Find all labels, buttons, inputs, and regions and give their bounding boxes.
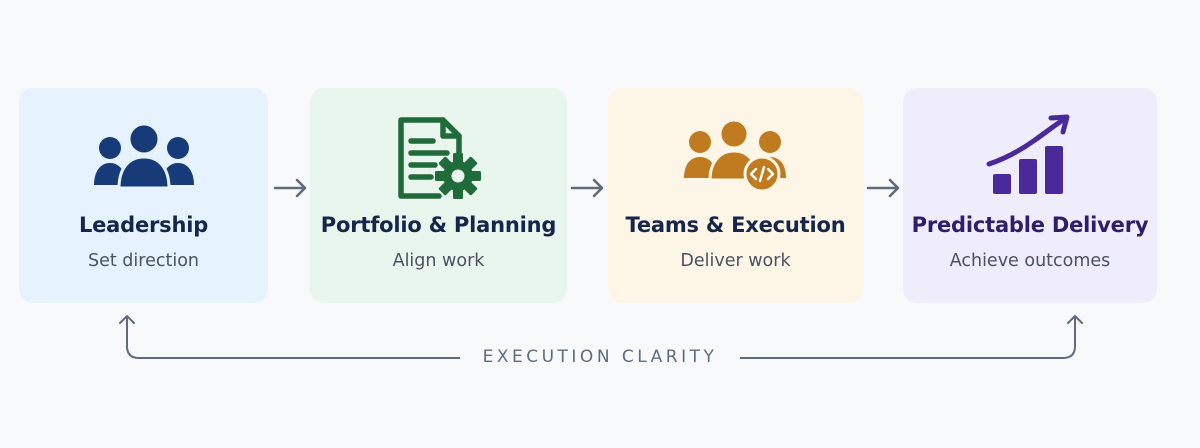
team-code-icon xyxy=(608,118,863,198)
people-group-icon xyxy=(19,118,268,198)
growth-chart-icon xyxy=(903,114,1157,198)
document-gear-icon xyxy=(310,117,567,199)
stage-subtitle: Achieve outcomes xyxy=(949,251,1111,271)
stage-title: Leadership xyxy=(78,213,209,237)
arrow-right-icon xyxy=(866,178,900,198)
feedback-loop-label: EXECUTION CLARITY xyxy=(460,347,740,367)
stage-subtitle: Deliver work xyxy=(680,251,791,271)
stage-card-portfolio-planning: Portfolio & Planning Align work xyxy=(310,88,567,303)
arrow-right-icon xyxy=(273,178,307,198)
stage-title: Portfolio & Planning xyxy=(320,213,557,237)
stage-title: Teams & Execution xyxy=(625,213,846,237)
stage-subtitle: Align work xyxy=(392,251,485,271)
stage-card-teams-execution: Teams & Execution Deliver work xyxy=(608,88,863,303)
arrow-up-icon xyxy=(1067,315,1083,324)
stage-subtitle: Set direction xyxy=(88,251,199,271)
stage-card-predictable-delivery: Predictable Delivery Achieve outcomes xyxy=(903,88,1157,303)
arrow-up-icon xyxy=(119,315,135,324)
stage-card-leadership: Leadership Set direction xyxy=(19,88,268,303)
stage-title: Predictable Delivery xyxy=(911,213,1149,237)
arrow-right-icon xyxy=(570,178,604,198)
